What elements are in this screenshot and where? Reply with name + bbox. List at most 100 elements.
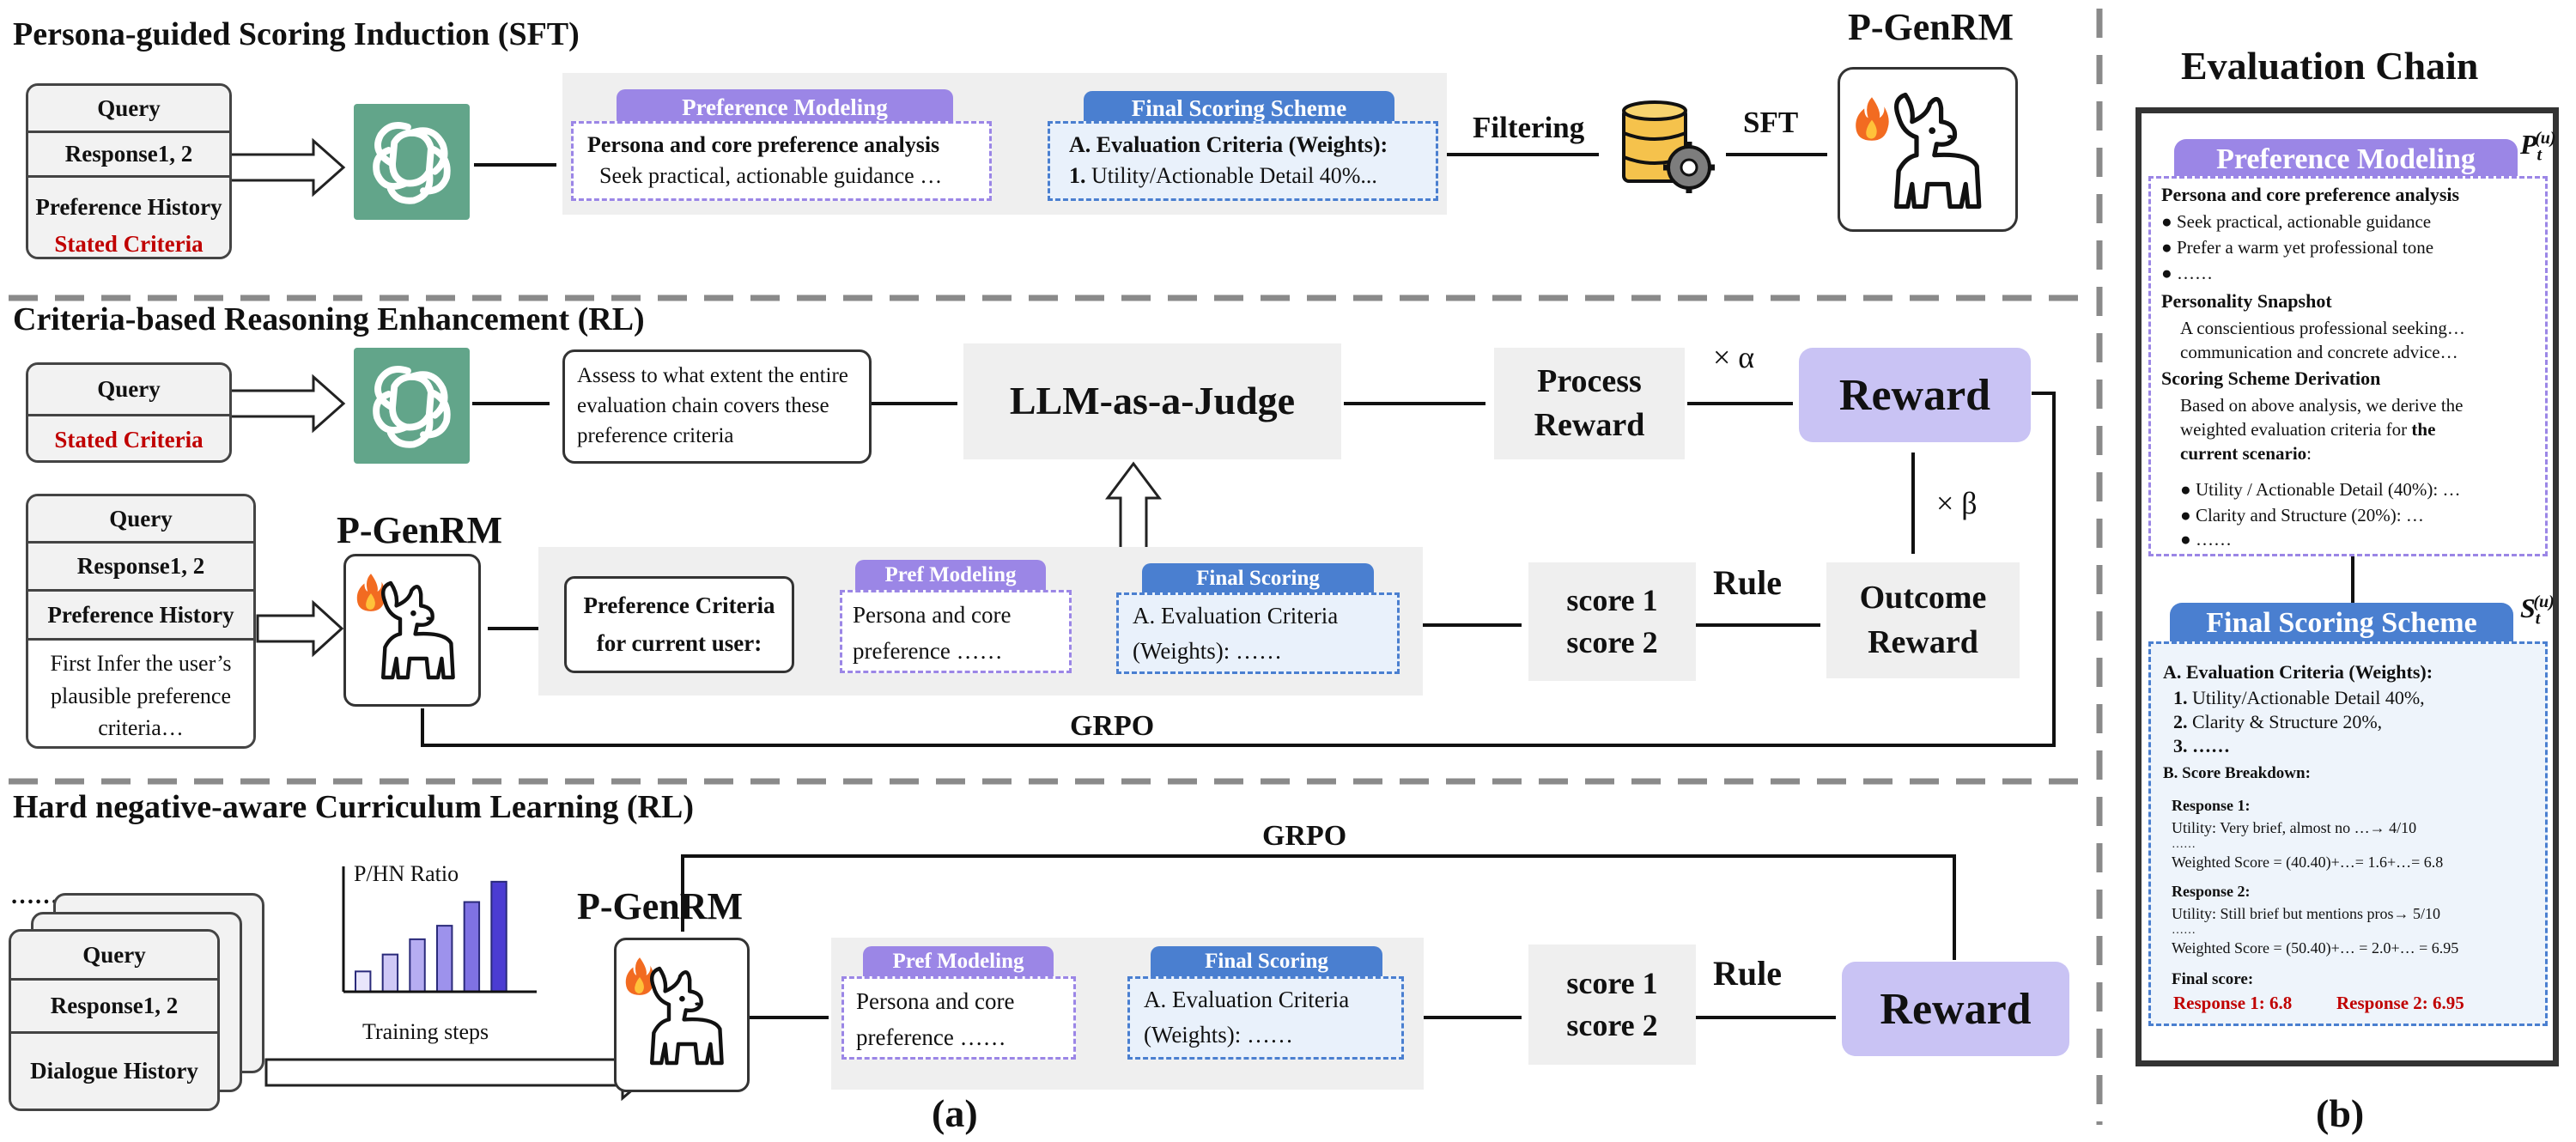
pgenrm-box-rl (343, 554, 481, 707)
score-symbol-letter: S (2520, 592, 2536, 623)
llm-judge: LLM-as-a-Judge (963, 343, 1341, 459)
crit-text-2: Clarity & Structure 20%, (2192, 711, 2383, 732)
process-reward-l1: Process (1537, 362, 1642, 399)
snapshot-head: Personality Snapshot (2161, 290, 2332, 312)
input-query: Query (11, 932, 217, 978)
score-symbol-sup: (u) (2533, 592, 2555, 612)
snapshot-line-1: A conscientious professional seeking… (2180, 318, 2465, 338)
r1-head: Response 1: (2172, 797, 2251, 814)
criteria-box: Preference Criteria for current user: (564, 576, 794, 673)
pref-symbol-sup: (u) (2535, 129, 2556, 149)
rl-pref-box: Persona and core preference …… (840, 590, 1072, 673)
input-infer-instruction: First Infer the user’s plausible prefere… (28, 638, 253, 746)
rl-score-box: A. Evaluation Criteria (Weights): …… (1116, 592, 1400, 674)
input-responses: Response1, 2 (28, 541, 253, 589)
input-dialogue-history: Dialogue History (11, 1031, 217, 1109)
curriculum-input-stack: Query Response1, 2 Dialogue History (9, 929, 220, 1111)
rl-input-stack: Query Response1, 2 Preference History Fi… (26, 494, 256, 749)
r2-head: Response 2: (2172, 883, 2251, 900)
llama-icon (1883, 80, 1995, 222)
tab-preference-modeling: Preference Modeling (617, 89, 953, 125)
chart-bar-6 (490, 880, 507, 993)
pref-symbol: Pt(u) (2520, 129, 2563, 165)
outcome-reward-l1: Outcome (1859, 580, 1987, 617)
deriv-bullet-1: Utility / Actionable Detail (40%): … (2195, 479, 2461, 500)
r1-dots: …… (2172, 838, 2196, 851)
sft-preference-box: Persona and core preference analysis See… (571, 121, 992, 201)
pref-line-1: Persona and core preference analysis (587, 132, 940, 157)
final-head: Final score: (2172, 970, 2254, 988)
derivation-line-3a: current scenario (2180, 443, 2307, 464)
reward-box-curriculum: Reward (1842, 962, 2069, 1056)
pref-symbol-letter: P (2520, 129, 2537, 160)
curriculum-pref-box: Persona and core preference …… (841, 976, 1076, 1060)
grpo-loop-rl (409, 392, 2056, 747)
tab-final-scoring-scheme: Final Scoring Scheme (1084, 91, 1394, 125)
score-2: score 2 (1566, 625, 1658, 659)
crit-text-1: Utility/Actionable Detail 40%, (2192, 687, 2425, 708)
crit-num-3: 3. (2173, 735, 2188, 756)
beta-label: × β (1936, 486, 1978, 520)
r2-line-2: Weighted Score = (50.40)+… = 2.0+… = 6.9… (2172, 939, 2459, 957)
ratio-chart: P/HN Ratio Training steps (318, 854, 550, 1052)
hollow-arrow-curriculum (264, 1043, 655, 1102)
input-stated-criteria: Stated Criteria (28, 414, 229, 460)
sft-input-stack: Query Response1, 2 Preference History St… (26, 83, 232, 259)
evaluation-chain-frame (2136, 107, 2559, 1066)
rl-scores: score 1 score 2 (1528, 562, 1696, 681)
deriv-bullet-2: Clarity and Structure (20%): … (2195, 505, 2424, 525)
rl-top-input-stack: Query Stated Criteria (26, 362, 232, 463)
chatgpt-icon (354, 348, 470, 464)
model-title-sft: P-GenRM (1848, 6, 2014, 48)
chart-ylabel: P/HN Ratio (354, 861, 459, 886)
input-preference-history: Preference History (28, 589, 253, 638)
fs-box-b: A. Evaluation Criteria (Weights): 1. Uti… (2148, 641, 2548, 1026)
pref-line-2: Seek practical, actionable guidance … (599, 163, 943, 188)
chatgpt-logo (354, 104, 470, 220)
score-1: score 1 (1566, 583, 1658, 618)
alpha-label: × α (1713, 340, 1755, 374)
outcome-reward-l2: Reward (1868, 623, 1978, 660)
hollow-arrow-rl-bottom (256, 599, 344, 658)
score-1: score 1 (1566, 966, 1658, 1001)
pm-bullet-3: …… (2176, 263, 2213, 283)
chart-bar-3 (409, 938, 426, 993)
score-line-1: A. Evaluation Criteria (Weights): (1069, 132, 1388, 157)
derivation-line-2b: the (2411, 419, 2436, 440)
pm-bullet-2: Prefer a warm yet professional tone (2176, 237, 2434, 258)
crit-num-1: 1. (2173, 687, 2188, 708)
section-title-curriculum: Hard negative-aware Curriculum Learning … (13, 789, 694, 825)
llama-icon (641, 947, 735, 1084)
tab-pref-modeling: Pref Modeling (855, 560, 1046, 591)
chart-bar-5 (463, 901, 481, 993)
input-responses: Response1, 2 (11, 978, 217, 1031)
llama-icon (372, 562, 466, 699)
crit-num-2: 2. (2173, 711, 2188, 732)
input-query: Query (28, 86, 229, 131)
pgenrm-box-curriculum (614, 938, 750, 1092)
r1-line-2: Weighted Score = (40.40)+…= 1.6+…= 6.8 (2172, 853, 2444, 871)
rule-label: Rule (1713, 563, 1782, 602)
chatgpt-logo (354, 348, 470, 464)
hollow-up-arrow (1105, 461, 1162, 551)
caption-b: (b) (2316, 1091, 2365, 1135)
input-stated-criteria: Stated Criteria (54, 231, 204, 257)
pm-head: Persona and core preference analysis (2161, 184, 2460, 205)
score-2: score 2 (1566, 1008, 1658, 1042)
tab-preference-modeling-b: Preference Modeling (2174, 139, 2518, 180)
hollow-arrow-sft (228, 137, 346, 197)
curriculum-score-box: A. Evaluation Criteria (Weights): …… (1127, 976, 1404, 1060)
database-gear-icon (1619, 99, 1722, 197)
input-query: Query (28, 365, 229, 414)
score-line-2: Utility/Actionable Detail 40%... (1091, 163, 1377, 188)
rule-label: Rule (1713, 954, 1782, 993)
final-r2: Response 2: 6.95 (2336, 993, 2464, 1013)
tab-final-scoring: Final Scoring (1151, 946, 1382, 977)
breakdown-head: B. Score Breakdown: (2163, 764, 2311, 782)
score-symbol-sub: t (2535, 609, 2541, 629)
assess-box: Assess to what extent the entire evaluat… (562, 349, 872, 464)
pm-box-b: Persona and core preference analysis ● S… (2148, 176, 2548, 556)
curriculum-scores: score 1 score 2 (1528, 945, 1696, 1065)
criteria-head: A. Evaluation Criteria (Weights): (2163, 661, 2433, 683)
